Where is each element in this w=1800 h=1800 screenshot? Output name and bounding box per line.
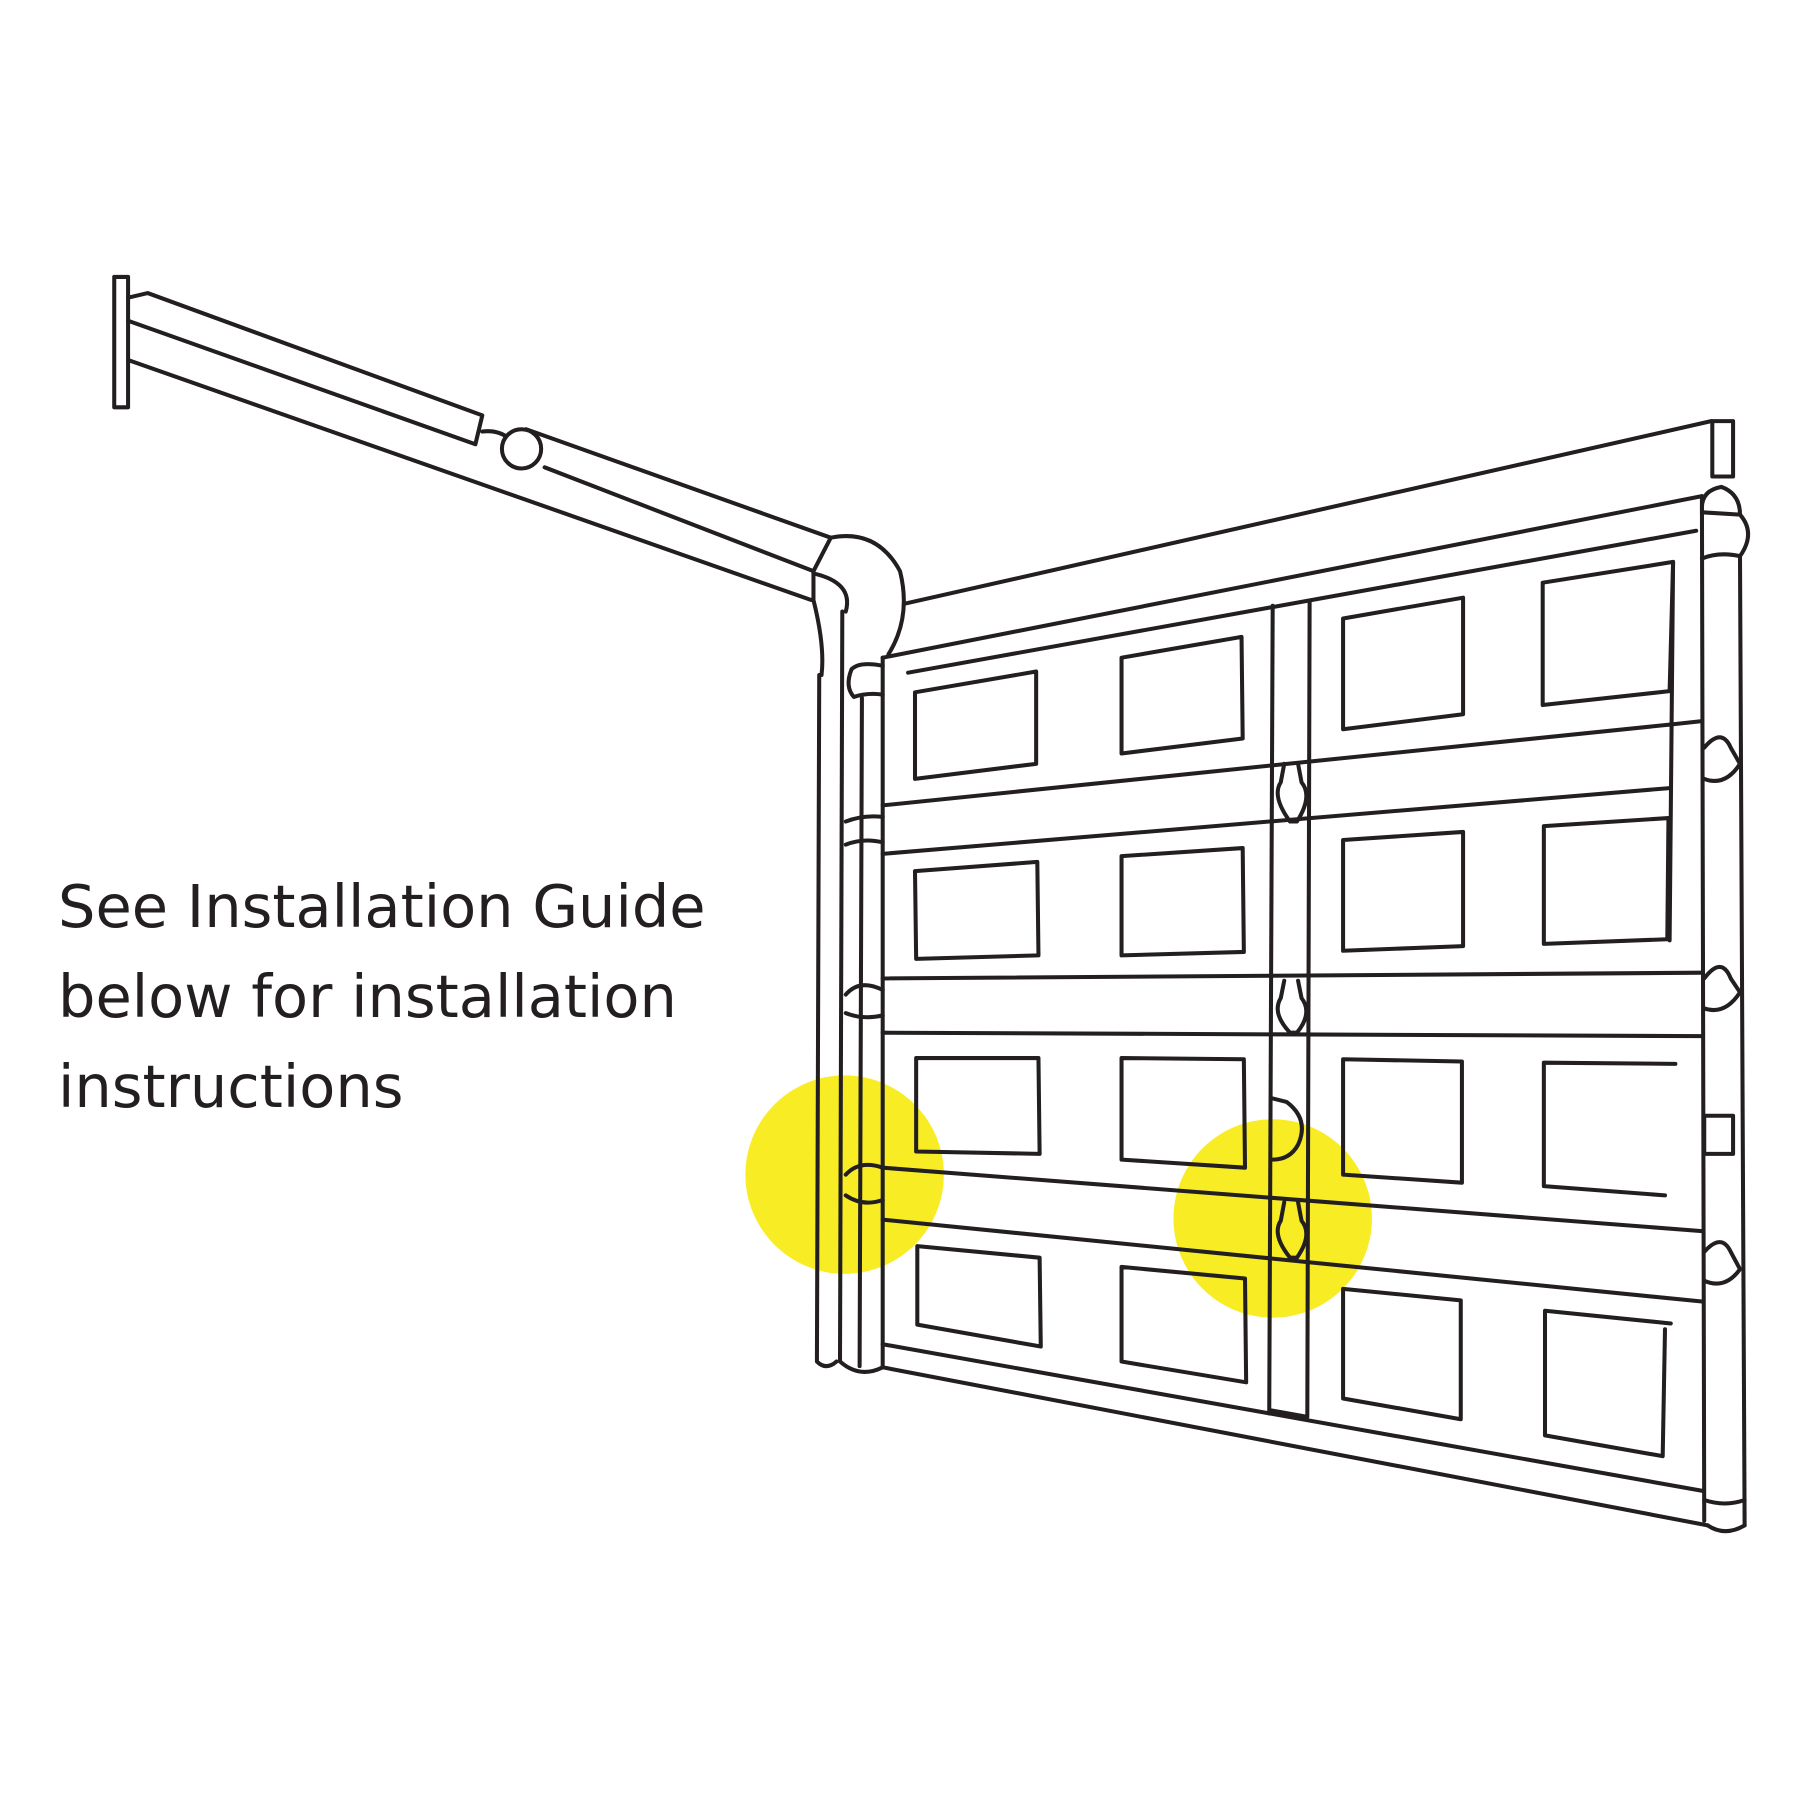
highlight-marker-center xyxy=(1173,1119,1372,1318)
side-tracks xyxy=(811,571,885,1374)
overhead-rail xyxy=(112,274,906,678)
door-panels xyxy=(912,559,1678,1459)
caption-line: below for installation xyxy=(58,962,677,1031)
caption-line: See Installation Guide xyxy=(58,872,706,941)
installation-caption: See Installation Guide below for install… xyxy=(58,862,706,1132)
caption-line: instructions xyxy=(58,1052,404,1121)
door-frame xyxy=(880,419,1751,1534)
